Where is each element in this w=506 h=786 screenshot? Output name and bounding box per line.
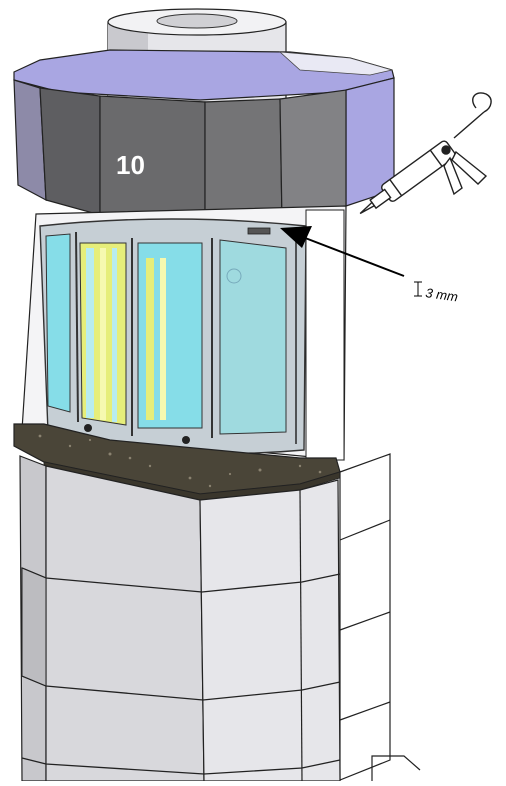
curved-glass-door-icon xyxy=(21,205,347,461)
dimension-label: 3 mm xyxy=(425,285,459,304)
right-side-column xyxy=(339,453,391,781)
dimension-marker: 3 mm xyxy=(414,281,459,305)
corner-mark xyxy=(371,755,421,781)
octagonal-top-cladding-icon: 10 xyxy=(13,49,395,225)
arrow-pointer-icon xyxy=(280,226,405,277)
caulking-gun-icon xyxy=(359,92,492,215)
lower-cladding-panels xyxy=(19,455,341,782)
part-number-label: 10 xyxy=(116,150,145,180)
